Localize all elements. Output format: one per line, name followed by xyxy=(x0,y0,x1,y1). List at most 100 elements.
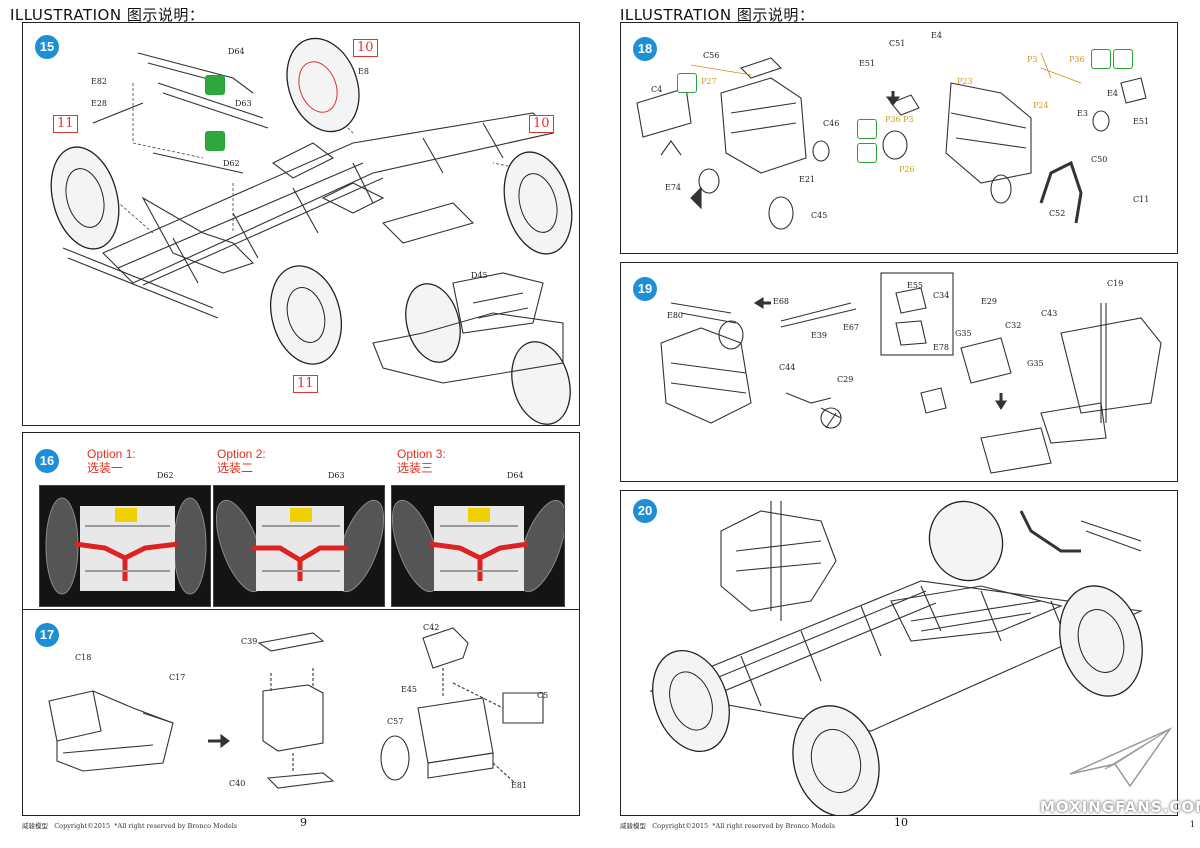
paint-hint-icon xyxy=(1113,49,1133,69)
right-page-title: ILLUSTRATION 图示说明： xyxy=(620,6,815,24)
step-15-panel: 15 xyxy=(22,22,580,426)
part-label: E55 xyxy=(907,281,924,290)
part-label: C34 xyxy=(933,291,950,300)
part-label: C40 xyxy=(229,779,246,788)
part-label: E29 xyxy=(981,297,998,306)
part-label: G35 xyxy=(955,329,972,338)
part-label: D63 xyxy=(235,99,252,108)
part-label: E78 xyxy=(933,343,950,352)
part-label: C43 xyxy=(1041,309,1058,318)
part-label: C19 xyxy=(1107,279,1124,288)
part-label: C51 xyxy=(889,39,906,48)
page-number: 10 xyxy=(894,816,908,829)
part-label: C29 xyxy=(837,375,854,384)
part-label: E28 xyxy=(91,99,108,108)
part-label: E74 xyxy=(665,183,682,192)
part-label: D64 xyxy=(507,471,524,480)
step-19-panel: 19 xyxy=(620,262,1178,482)
part-label: E45 xyxy=(401,685,418,694)
part-label: E68 xyxy=(773,297,790,306)
edge-mark: 1 xyxy=(1190,820,1196,829)
paint-hint-icon xyxy=(857,119,877,139)
engine-accessories-drawing xyxy=(660,272,1162,474)
part-label: E82 xyxy=(91,77,108,86)
part-label: C56 xyxy=(703,51,720,60)
part-label: C42 xyxy=(423,623,440,632)
divider xyxy=(23,609,579,610)
step-18-panel: 18 xyxy=(620,22,1178,254)
option-1-label: Option 1: 选装一 xyxy=(87,447,136,475)
paint-ref-label: P36 xyxy=(885,115,901,124)
option-1-photo xyxy=(39,485,211,607)
part-label: C17 xyxy=(169,673,186,682)
step-number: 16 xyxy=(35,449,59,473)
part-label: C45 xyxy=(811,211,828,220)
part-label: C46 xyxy=(823,119,840,128)
footer-copyright: 威骏模型 Copyright©2015 *All right reserved … xyxy=(620,822,836,830)
part-label: E81 xyxy=(511,781,528,790)
wheel-ref-box: 11 xyxy=(293,375,318,393)
left-page-title: ILLUSTRATION 图示说明： xyxy=(10,6,205,24)
part-label: C52 xyxy=(1049,209,1066,218)
wheel-ref-box: 10 xyxy=(529,115,554,133)
page-number: 9 xyxy=(300,816,307,829)
part-label: E51 xyxy=(1133,117,1150,126)
watermark-text: MOXINGFANS.COM xyxy=(1040,798,1200,816)
step-number: 17 xyxy=(35,623,59,647)
part-label: E51 xyxy=(859,59,876,68)
step-number: 19 xyxy=(633,277,657,301)
step-number: 18 xyxy=(633,37,657,61)
part-label: C44 xyxy=(779,363,796,372)
option-2-photo xyxy=(213,485,385,607)
paint-ref-label: P24 xyxy=(1033,101,1049,110)
paint-ref-label: P27 xyxy=(701,77,717,86)
paint-hint-icon xyxy=(677,73,697,93)
paint-ref-label: P3 xyxy=(903,115,914,124)
part-label: E67 xyxy=(843,323,860,332)
paint-ref-label: P26 xyxy=(899,165,915,174)
step-number: 20 xyxy=(633,499,657,523)
glue-hint-icon xyxy=(205,75,225,95)
part-label: C32 xyxy=(1005,321,1022,330)
right-page: ILLUSTRATION 图示说明： 18 xyxy=(600,0,1200,848)
step-20-panel: 20 xyxy=(620,490,1178,816)
part-label: E8 xyxy=(358,67,369,76)
part-label: D45 xyxy=(471,271,488,280)
part-label: G35 xyxy=(1027,359,1044,368)
option-3-label: Option 3: 选装三 xyxy=(397,447,446,475)
wheel-ref-box: 10 xyxy=(353,39,378,57)
part-label: C50 xyxy=(1091,155,1108,164)
part-label: E4 xyxy=(1107,89,1118,98)
final-chassis-drawing xyxy=(649,500,1143,815)
paint-ref-label: P3 xyxy=(1027,55,1038,64)
glue-hint-icon xyxy=(205,131,225,151)
step-16-17-panel: 16 Option 1: 选装一 Option 2: 选装二 Option 3:… xyxy=(22,432,580,816)
wheel-ref-box: 11 xyxy=(53,115,78,133)
engine-parts-drawing xyxy=(636,52,1147,230)
part-label: E80 xyxy=(667,311,684,320)
part-label: D63 xyxy=(328,471,345,480)
step-number: 15 xyxy=(35,35,59,59)
footer-copyright: 威骏模型 Copyright©2015 *All right reserved … xyxy=(22,822,238,830)
part-label: C11 xyxy=(1133,195,1150,204)
paint-hint-icon xyxy=(1091,49,1111,69)
part-label: D62 xyxy=(157,471,174,480)
paint-ref-label: P23 xyxy=(957,77,973,86)
part-label: C5 xyxy=(537,691,549,700)
part-label: C4 xyxy=(651,85,663,94)
option-2-label: Option 2: 选装二 xyxy=(217,447,266,475)
engine-block-drawing xyxy=(48,627,544,789)
part-label: E3 xyxy=(1077,109,1088,118)
option-3-photo xyxy=(391,485,565,607)
part-label: E4 xyxy=(931,31,942,40)
part-label: C18 xyxy=(75,653,92,662)
paper-plane-logo xyxy=(1069,727,1173,788)
part-label: C39 xyxy=(241,637,258,646)
paint-ref-label: P36 xyxy=(1069,55,1085,64)
part-label: C57 xyxy=(387,717,404,726)
part-label: E21 xyxy=(799,175,816,184)
part-label: D64 xyxy=(228,47,245,56)
chassis-exploded-drawing xyxy=(50,37,573,425)
part-label: E39 xyxy=(811,331,828,340)
part-label: D62 xyxy=(223,159,240,168)
